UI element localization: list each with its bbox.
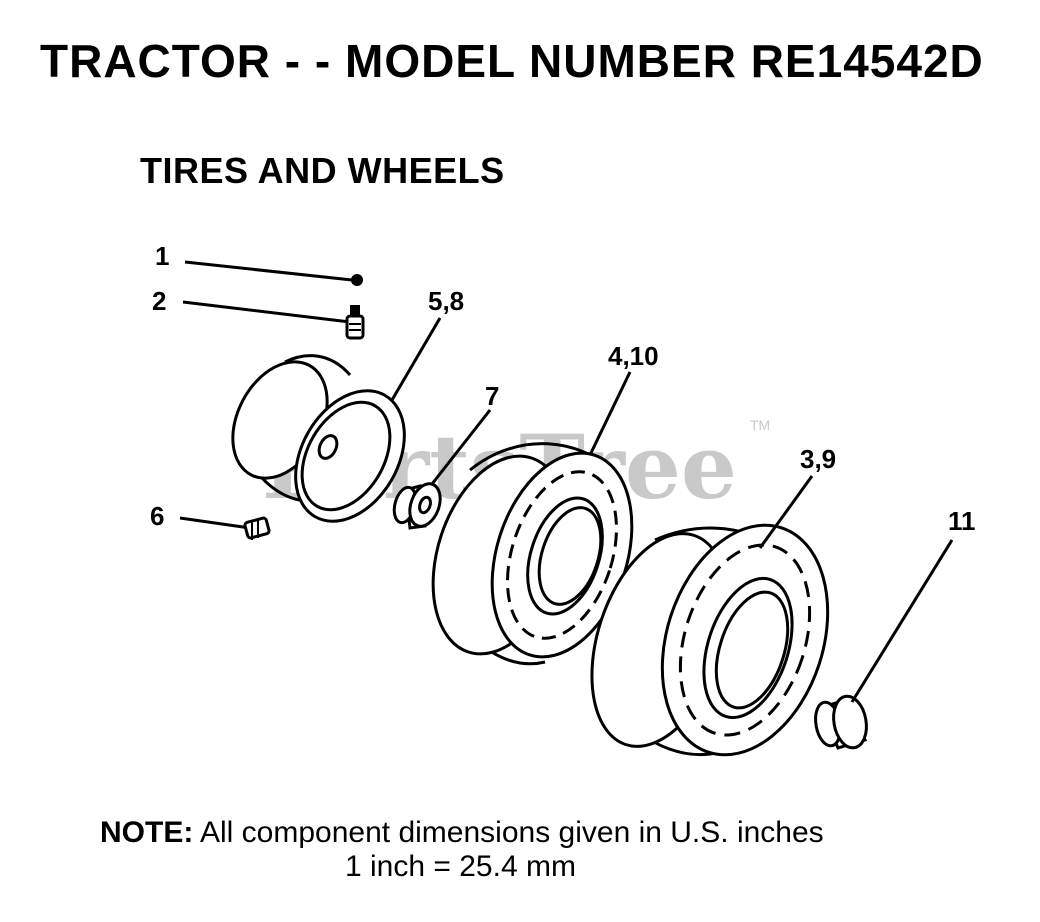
part-front-tire[interactable] <box>410 435 657 675</box>
part-wheel-rim[interactable] <box>214 346 427 541</box>
callout-4-10: 4,10 <box>608 341 659 371</box>
part-hub-sleeve[interactable] <box>812 694 870 751</box>
unit-conversion: 1 inch = 25.4 mm <box>345 850 576 883</box>
part-valve-stem[interactable] <box>182 300 365 340</box>
callout-6: 6 <box>150 501 164 531</box>
part-bushing[interactable] <box>391 480 446 531</box>
watermark-trademark: TM <box>750 417 770 433</box>
dimensions-note: NOTE: All component dimensions given in … <box>100 816 824 850</box>
page-title: TRACTOR - - MODEL NUMBER RE14542D <box>40 35 984 87</box>
leader-lines <box>390 317 954 703</box>
part-lug-bolt[interactable] <box>179 516 271 540</box>
part-rear-tire[interactable] <box>567 504 856 777</box>
callout-7: 7 <box>485 381 499 411</box>
part-valve-cap[interactable] <box>184 260 363 286</box>
note-label: NOTE: <box>100 816 194 849</box>
note-text: All component dimensions given in U.S. i… <box>193 816 824 849</box>
callout-11: 11 <box>948 506 976 536</box>
callout-2: 2 <box>152 286 166 316</box>
callout-3-9: 3,9 <box>800 444 836 474</box>
section-title: TIRES AND WHEELS <box>140 150 505 191</box>
callout-5-8: 5,8 <box>428 286 464 316</box>
callout-1: 1 <box>155 241 169 271</box>
